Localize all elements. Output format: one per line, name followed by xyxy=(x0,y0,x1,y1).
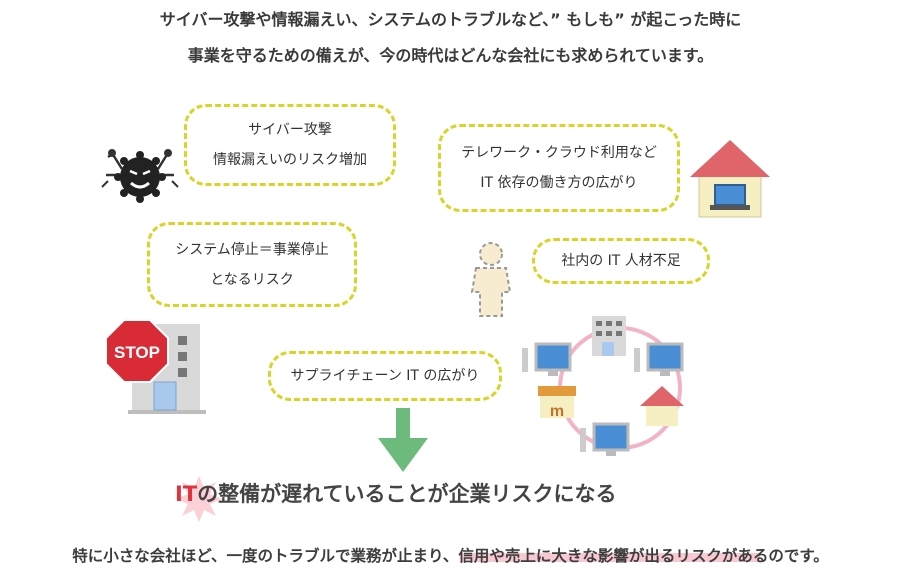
intro-line-1: サイバー攻撃や情報漏えい、システムのトラブルなど、” もしも” が起こった時に xyxy=(159,10,742,29)
network-building-icon xyxy=(592,316,626,356)
down-arrow-icon xyxy=(378,408,428,472)
bubble-supply-line1: サプライチェーン IT の広がり xyxy=(290,368,480,384)
headline-it: IT xyxy=(175,482,198,506)
network-pc-bottom-icon xyxy=(580,422,630,456)
bubble-system-stop: システム停止＝事業停止 となるリスク xyxy=(147,222,357,307)
stop-sign-text: STOP xyxy=(114,343,160,362)
network-house-icon xyxy=(640,386,684,426)
house-laptop-icon xyxy=(690,140,770,218)
network-ring-icon: m xyxy=(522,316,684,456)
headline-rest: の整備が遅れていることが企業リスクになる xyxy=(197,482,617,506)
stop-sign-icon: STOP xyxy=(105,319,169,383)
bubble-cyber-risk: サイバー攻撃 情報漏えいのリスク増加 xyxy=(184,104,396,186)
intro-line-2: 事業を守るための備えが、今の時代はどんな会社にも求められています。 xyxy=(187,46,714,65)
bubble-system-line1: システム停止＝事業停止 xyxy=(175,241,329,258)
bottom-highlight xyxy=(460,553,760,562)
svg-text:m: m xyxy=(550,403,564,420)
bubble-system-line2: となるリスク xyxy=(210,271,294,288)
person-outline-icon xyxy=(470,242,512,317)
bubble-telework: テレワーク・クラウド利用など IT 依存の働き方の広がり xyxy=(438,124,680,212)
virus-icon xyxy=(101,149,179,203)
bubble-staff-line1: 社内の IT 人材不足 xyxy=(561,253,681,269)
bubble-telework-line1: テレワーク・クラウド利用など xyxy=(461,145,657,161)
bubble-telework-line2: IT 依存の働き方の広がり xyxy=(480,175,638,191)
bubble-cyber-line2: 情報漏えいのリスク増加 xyxy=(213,152,367,168)
burst-icon xyxy=(176,476,222,522)
network-pc-right-icon xyxy=(634,342,684,376)
bubble-it-staff: 社内の IT 人材不足 xyxy=(532,238,710,284)
bubble-supply-chain: サプライチェーン IT の広がり xyxy=(268,351,502,401)
headline: ITの整備が遅れていることが企業リスクになる xyxy=(175,478,617,508)
network-pc-left-icon xyxy=(522,342,572,376)
bottom-note: 特に小さな会社ほど、一度のトラブルで業務が止まり、信用や売上に大きな影響が出るリ… xyxy=(72,547,829,565)
network-shop-icon: m xyxy=(538,386,576,420)
bubble-cyber-line1: サイバー攻撃 xyxy=(248,122,332,138)
